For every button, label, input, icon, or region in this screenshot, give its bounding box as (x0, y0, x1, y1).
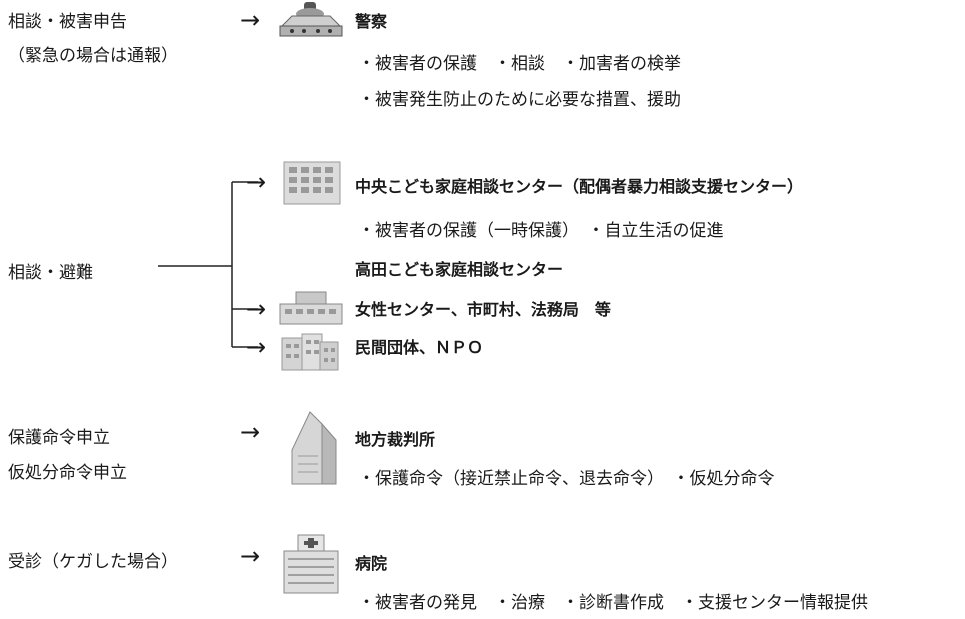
court-left-label-1: 保護命令申立 (8, 428, 110, 448)
arrow-to-police: → (240, 6, 261, 34)
hospital-title: 病院 (355, 554, 388, 573)
hospital-desc: ・被害者の発見 ・治療 ・診断書作成 ・支援センター情報提供 (358, 593, 868, 613)
women-center-title: 女性センター、市町村、法務局 等 (355, 300, 611, 319)
center-desc: ・被害者の保護（一時保護） ・自立生活の促進 (358, 221, 724, 241)
court-left-label-2: 仮処分命令申立 (8, 463, 127, 483)
apartment-building-icon (278, 332, 342, 376)
police-car-icon (278, 0, 344, 46)
arrow-to-center: → (246, 168, 267, 196)
consult-left-label: 相談・避難 (8, 263, 93, 283)
court-desc: ・保護命令（接近禁止命令、退去命令） ・仮処分命令 (358, 469, 775, 489)
office-building-icon (280, 160, 344, 210)
arrow-to-hospital: → (240, 542, 261, 570)
arrow-to-women-center: → (246, 295, 267, 323)
police-desc-1: ・被害者の保護 ・相談 ・加害者の検挙 (358, 54, 681, 74)
npo-title: 民間団体、ＮＰＯ (355, 338, 484, 357)
hospital-icon (282, 533, 340, 599)
center-title: 中央こども家庭相談センター（配偶者暴力相談支援センター） (355, 177, 804, 196)
police-left-label-2: （緊急の場合は通報） (8, 46, 178, 66)
hospital-left-label: 受診（ケガした場合） (8, 552, 178, 572)
arrow-to-npo: → (246, 333, 267, 361)
court-title: 地方裁判所 (355, 430, 436, 449)
court-building-icon (288, 410, 340, 490)
police-desc-2: ・被害発生防止のために必要な措置、援助 (358, 90, 681, 110)
police-left-label-1: 相談・被害申告 (8, 12, 127, 32)
government-building-icon (278, 290, 344, 330)
arrow-to-court: → (240, 418, 261, 446)
police-title: 警察 (355, 12, 388, 31)
takada-title: 高田こども家庭相談センター (355, 260, 564, 279)
